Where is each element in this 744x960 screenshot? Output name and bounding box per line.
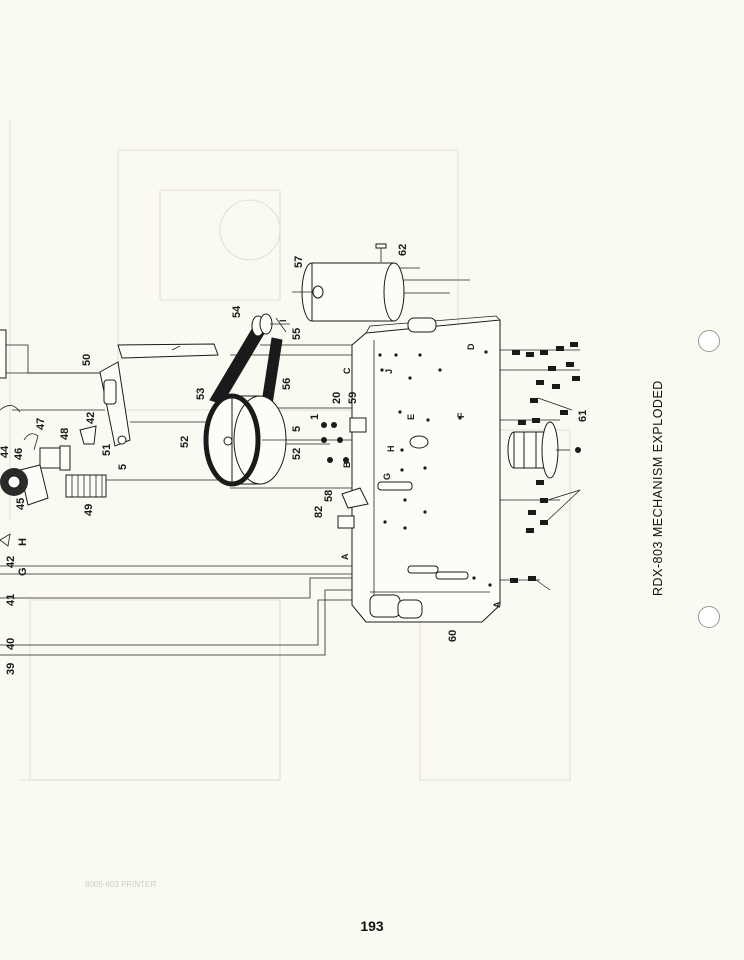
callout-49: 49 <box>83 504 95 516</box>
binder-hole-bottom <box>698 606 720 628</box>
motor <box>292 243 405 322</box>
callout-54: 54 <box>231 305 243 318</box>
callout-59: 59 <box>347 392 359 404</box>
callout-48: 48 <box>59 428 71 440</box>
callout-60: 60 <box>447 630 459 642</box>
callout-52-left: 52 <box>179 436 191 448</box>
bleed-through-text: 8005-803 PRINTER <box>85 880 157 889</box>
plate-letters: D C J F E H B G A I <box>278 319 502 608</box>
letter-I: I <box>278 319 288 322</box>
letter-H: H <box>386 446 396 453</box>
callout-82: 82 <box>313 506 325 518</box>
callout-40: 40 <box>5 638 17 650</box>
callout-61: 61 <box>577 410 589 422</box>
callout-47: 47 <box>35 418 47 430</box>
callout-5-upper: 5 <box>291 426 303 432</box>
letter-C: C <box>342 367 352 374</box>
callout-G-left: G <box>17 567 29 576</box>
callout-56: 56 <box>281 378 293 390</box>
screw-clusters <box>510 342 581 591</box>
letter-G: G <box>382 473 392 480</box>
letter-F: F <box>456 412 466 418</box>
callout-53: 53 <box>195 388 207 400</box>
letter-A: A <box>492 601 502 608</box>
callout-A-plate: A <box>340 553 350 560</box>
spool-assembly <box>507 421 581 479</box>
callout-46: 46 <box>13 448 25 460</box>
callout-45: 45 <box>15 498 27 510</box>
letter-B: B <box>342 461 352 468</box>
left-assemblies <box>0 425 107 547</box>
main-plate <box>351 315 501 623</box>
callout-62: 62 <box>397 244 409 256</box>
binder-hole-top <box>698 330 720 352</box>
letter-D: D <box>466 343 476 350</box>
callouts: 62 57 54 55 50 53 56 52 52 5 20 59 1 58 … <box>0 244 589 675</box>
callout-57: 57 <box>293 256 305 268</box>
arm-lever <box>99 343 219 447</box>
diagram-caption: RDX-803 MECHANISM EXPLODED <box>651 380 665 596</box>
callout-50: 50 <box>81 354 93 366</box>
letter-J: J <box>384 369 394 374</box>
callout-H-left: H <box>17 538 29 546</box>
left-edge-assembly <box>0 329 21 413</box>
callout-5-lower: 5 <box>117 464 129 470</box>
callout-1: 1 <box>309 414 321 420</box>
callout-39: 39 <box>5 663 17 675</box>
callout-41: 41 <box>5 594 17 606</box>
callout-51: 51 <box>101 444 113 456</box>
page-number: 193 <box>360 918 384 934</box>
small-parts <box>321 417 469 580</box>
callout-42-lower: 42 <box>5 556 17 568</box>
pulley-and-belt <box>203 313 300 487</box>
callout-20: 20 <box>331 392 343 404</box>
callout-44: 44 <box>0 445 11 458</box>
callout-55: 55 <box>291 328 303 340</box>
callout-58: 58 <box>323 490 335 502</box>
callout-42-upper: 42 <box>85 412 97 424</box>
letter-E: E <box>406 414 416 420</box>
callout-52-right: 52 <box>291 448 303 460</box>
spring <box>65 474 107 498</box>
